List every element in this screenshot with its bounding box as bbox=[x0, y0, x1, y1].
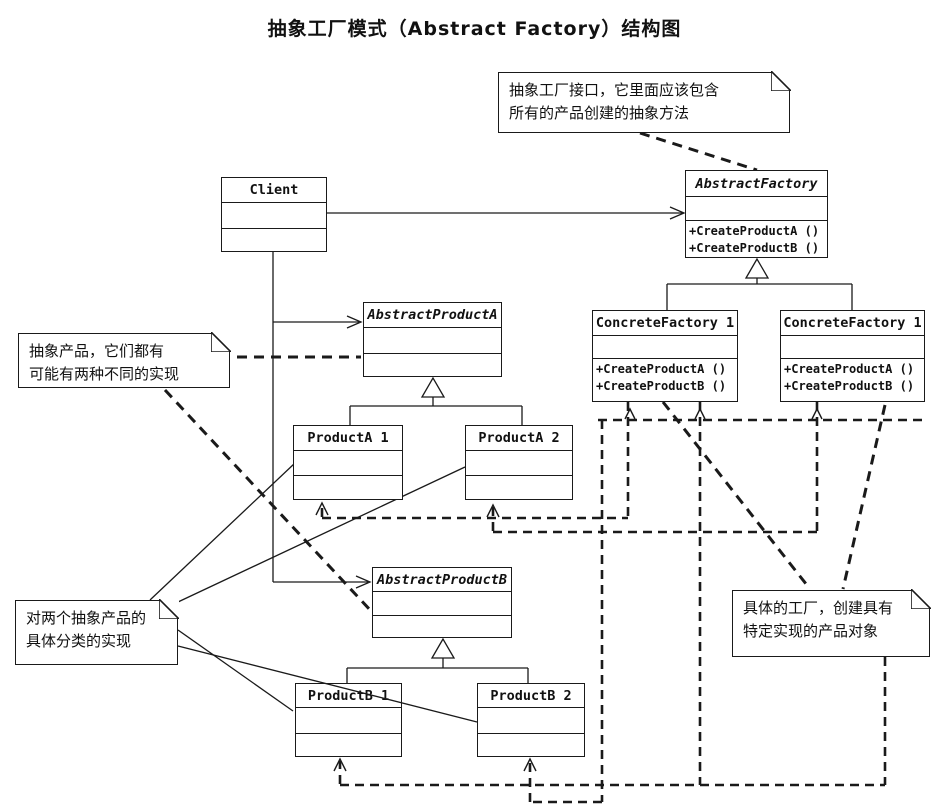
leftnote-to-abstractproductb bbox=[163, 388, 374, 614]
attributes-compartment bbox=[296, 708, 401, 734]
attributes-compartment bbox=[686, 197, 827, 221]
class-title: Client bbox=[222, 178, 326, 203]
methods-compartment: +CreateProductA () +CreateProductB () bbox=[686, 221, 827, 257]
arrowhead-up-cf1-a bbox=[624, 407, 636, 420]
method-create-product-a: +CreateProductA () bbox=[689, 224, 820, 238]
topnote-to-abstractfactory bbox=[639, 131, 758, 172]
arrowhead-up-productb2 bbox=[523, 757, 537, 772]
arrowhead-right-abstractproductb bbox=[355, 575, 372, 589]
method-create-product-b: +CreateProductB () bbox=[596, 379, 727, 393]
class-title: AbstractFactory bbox=[686, 171, 827, 197]
arrowhead-up-cf2 bbox=[811, 407, 823, 420]
productb-generalization-lines bbox=[346, 658, 529, 683]
class-title: ConcreteFactory 1 bbox=[593, 311, 737, 336]
note-text-line2: 具体分类的实现 bbox=[26, 632, 132, 650]
diagram-title: 抽象工厂模式（Abstract Factory）结构图 bbox=[267, 18, 682, 40]
producta-generalization-lines bbox=[349, 397, 523, 425]
note-concrete-factories: 具体的工厂，创建具有 特定实现的产品对象 bbox=[732, 589, 931, 657]
class-abstract-product-b: AbstractProductB bbox=[372, 567, 512, 638]
attributes-compartment bbox=[781, 336, 924, 359]
arrowhead-right-abstractfactory bbox=[669, 206, 686, 220]
note-fold-icon bbox=[210, 332, 231, 353]
arrowhead-up-productb1 bbox=[333, 757, 347, 772]
arrowhead-up-producta1 bbox=[315, 501, 329, 516]
class-abstract-factory: AbstractFactory +CreateProductA () +Crea… bbox=[685, 170, 828, 258]
triangle-abstractproductb bbox=[430, 637, 456, 659]
class-title: AbstractProductB bbox=[373, 568, 511, 592]
note-abstract-products: 抽象产品，它们都有 可能有两种不同的实现 bbox=[18, 332, 231, 388]
attributes-compartment bbox=[466, 451, 572, 476]
attributes-compartment bbox=[478, 708, 584, 734]
arrowhead-up-producta2 bbox=[486, 503, 500, 518]
class-product-a2: ProductA 2 bbox=[465, 425, 573, 500]
method-create-product-a: +CreateProductA () bbox=[596, 362, 727, 376]
class-client: Client bbox=[221, 177, 327, 252]
note-text-line1: 抽象产品，它们都有 bbox=[29, 342, 165, 360]
class-abstract-product-a: AbstractProductA bbox=[363, 302, 502, 377]
class-title: ProductA 2 bbox=[466, 426, 572, 451]
class-concrete-factory-2: ConcreteFactory 1 +CreateProductA () +Cr… bbox=[780, 310, 925, 402]
class-title: ProductB 2 bbox=[478, 684, 584, 708]
methods-compartment bbox=[294, 476, 402, 478]
note-text-line2: 可能有两种不同的实现 bbox=[29, 365, 180, 383]
triangle-abstractproducta bbox=[420, 376, 446, 398]
methods-compartment bbox=[466, 476, 572, 478]
note-anchor-to-producta1 bbox=[149, 462, 296, 601]
method-create-product-a: +CreateProductA () bbox=[784, 362, 915, 376]
class-concrete-factory-1: ConcreteFactory 1 +CreateProductA () +Cr… bbox=[592, 310, 738, 402]
note-concrete-products: 对两个抽象产品的 具体分类的实现 bbox=[15, 599, 179, 665]
methods-compartment bbox=[373, 616, 511, 618]
method-create-product-b: +CreateProductB () bbox=[689, 241, 820, 255]
note-anchor-to-productb1 bbox=[177, 629, 294, 712]
arrowhead-up-cf1-b bbox=[694, 407, 706, 420]
note-text-line2: 特定实现的产品对象 bbox=[743, 622, 879, 640]
class-title: ConcreteFactory 1 bbox=[781, 311, 924, 336]
methods-compartment bbox=[364, 354, 501, 356]
methods-compartment bbox=[296, 734, 401, 736]
class-title: AbstractProductA bbox=[364, 303, 501, 328]
note-factory-interface: 抽象工厂接口，它里面应该包含 所有的产品创建的抽象方法 bbox=[498, 71, 791, 133]
attributes-compartment bbox=[373, 592, 511, 616]
class-product-b1: ProductB 1 bbox=[295, 683, 402, 757]
rightnote-to-cf1 bbox=[661, 401, 812, 590]
note-fold-icon bbox=[158, 599, 179, 620]
note-text-line1: 抽象工厂接口，它里面应该包含 bbox=[509, 81, 720, 99]
note-text-line2: 所有的产品创建的抽象方法 bbox=[509, 104, 690, 122]
methods-compartment bbox=[222, 229, 326, 231]
rightnote-to-cf2 bbox=[841, 404, 887, 590]
attributes-compartment bbox=[593, 336, 737, 359]
methods-compartment: +CreateProductA () +CreateProductB () bbox=[781, 359, 924, 395]
arrowhead-right-abstractproducta bbox=[346, 315, 363, 329]
class-title: ProductA 1 bbox=[294, 426, 402, 451]
note-fold-icon bbox=[910, 589, 931, 610]
note-fold-icon bbox=[770, 71, 791, 92]
note-text-line1: 具体的工厂，创建具有 bbox=[743, 599, 894, 617]
methods-compartment: +CreateProductA () +CreateProductB () bbox=[593, 359, 737, 395]
class-title: ProductB 1 bbox=[296, 684, 401, 708]
triangle-abstractfactory bbox=[744, 257, 770, 279]
methods-compartment bbox=[478, 734, 584, 736]
class-product-b2: ProductB 2 bbox=[477, 683, 585, 757]
method-create-product-b: +CreateProductB () bbox=[784, 379, 915, 393]
attributes-compartment bbox=[222, 203, 326, 229]
factory-generalization-lines bbox=[666, 278, 853, 310]
class-product-a1: ProductA 1 bbox=[293, 425, 403, 500]
attributes-compartment bbox=[294, 451, 402, 476]
note-text-line1: 对两个抽象产品的 bbox=[26, 609, 147, 627]
attributes-compartment bbox=[364, 328, 501, 354]
